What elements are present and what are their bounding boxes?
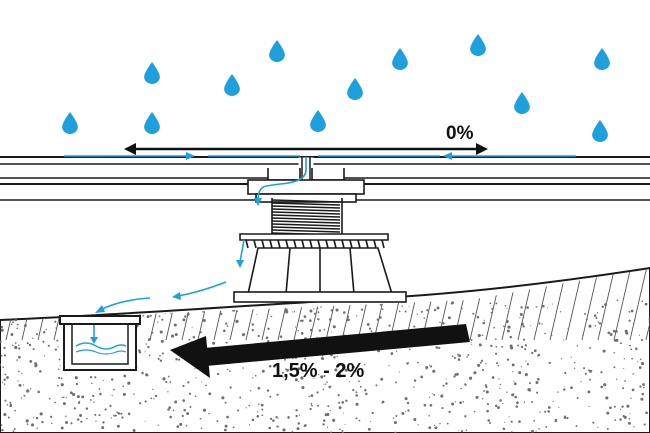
deck-slope-arrow — [124, 143, 488, 155]
raindrop-icon — [144, 112, 160, 134]
pedestal-fins — [245, 239, 385, 249]
raindrop-icon — [224, 74, 240, 96]
drain-channel — [59, 315, 141, 371]
raindrop-icon — [310, 110, 326, 132]
raindrop-icon — [594, 48, 610, 70]
adjustable-pedestal — [233, 168, 407, 303]
rain — [62, 34, 610, 142]
raindrop-icon — [470, 34, 486, 56]
raindrop-icon — [269, 40, 285, 62]
raindrop-icon — [514, 92, 530, 114]
pedestal-thread — [271, 198, 343, 236]
raindrop-icon — [62, 112, 78, 134]
deck-slope-label: 0% — [446, 123, 474, 144]
ground-slope-label: 1,5% - 2% — [272, 360, 364, 382]
ground-slope-arrow — [170, 324, 470, 378]
deck-water-flow — [64, 152, 576, 313]
raindrop-icon — [392, 48, 408, 70]
raindrop-icon — [347, 78, 363, 100]
raindrop-icon — [592, 120, 608, 142]
water-flow-arrow-icon — [90, 337, 98, 344]
raindrop-icon — [144, 62, 160, 84]
